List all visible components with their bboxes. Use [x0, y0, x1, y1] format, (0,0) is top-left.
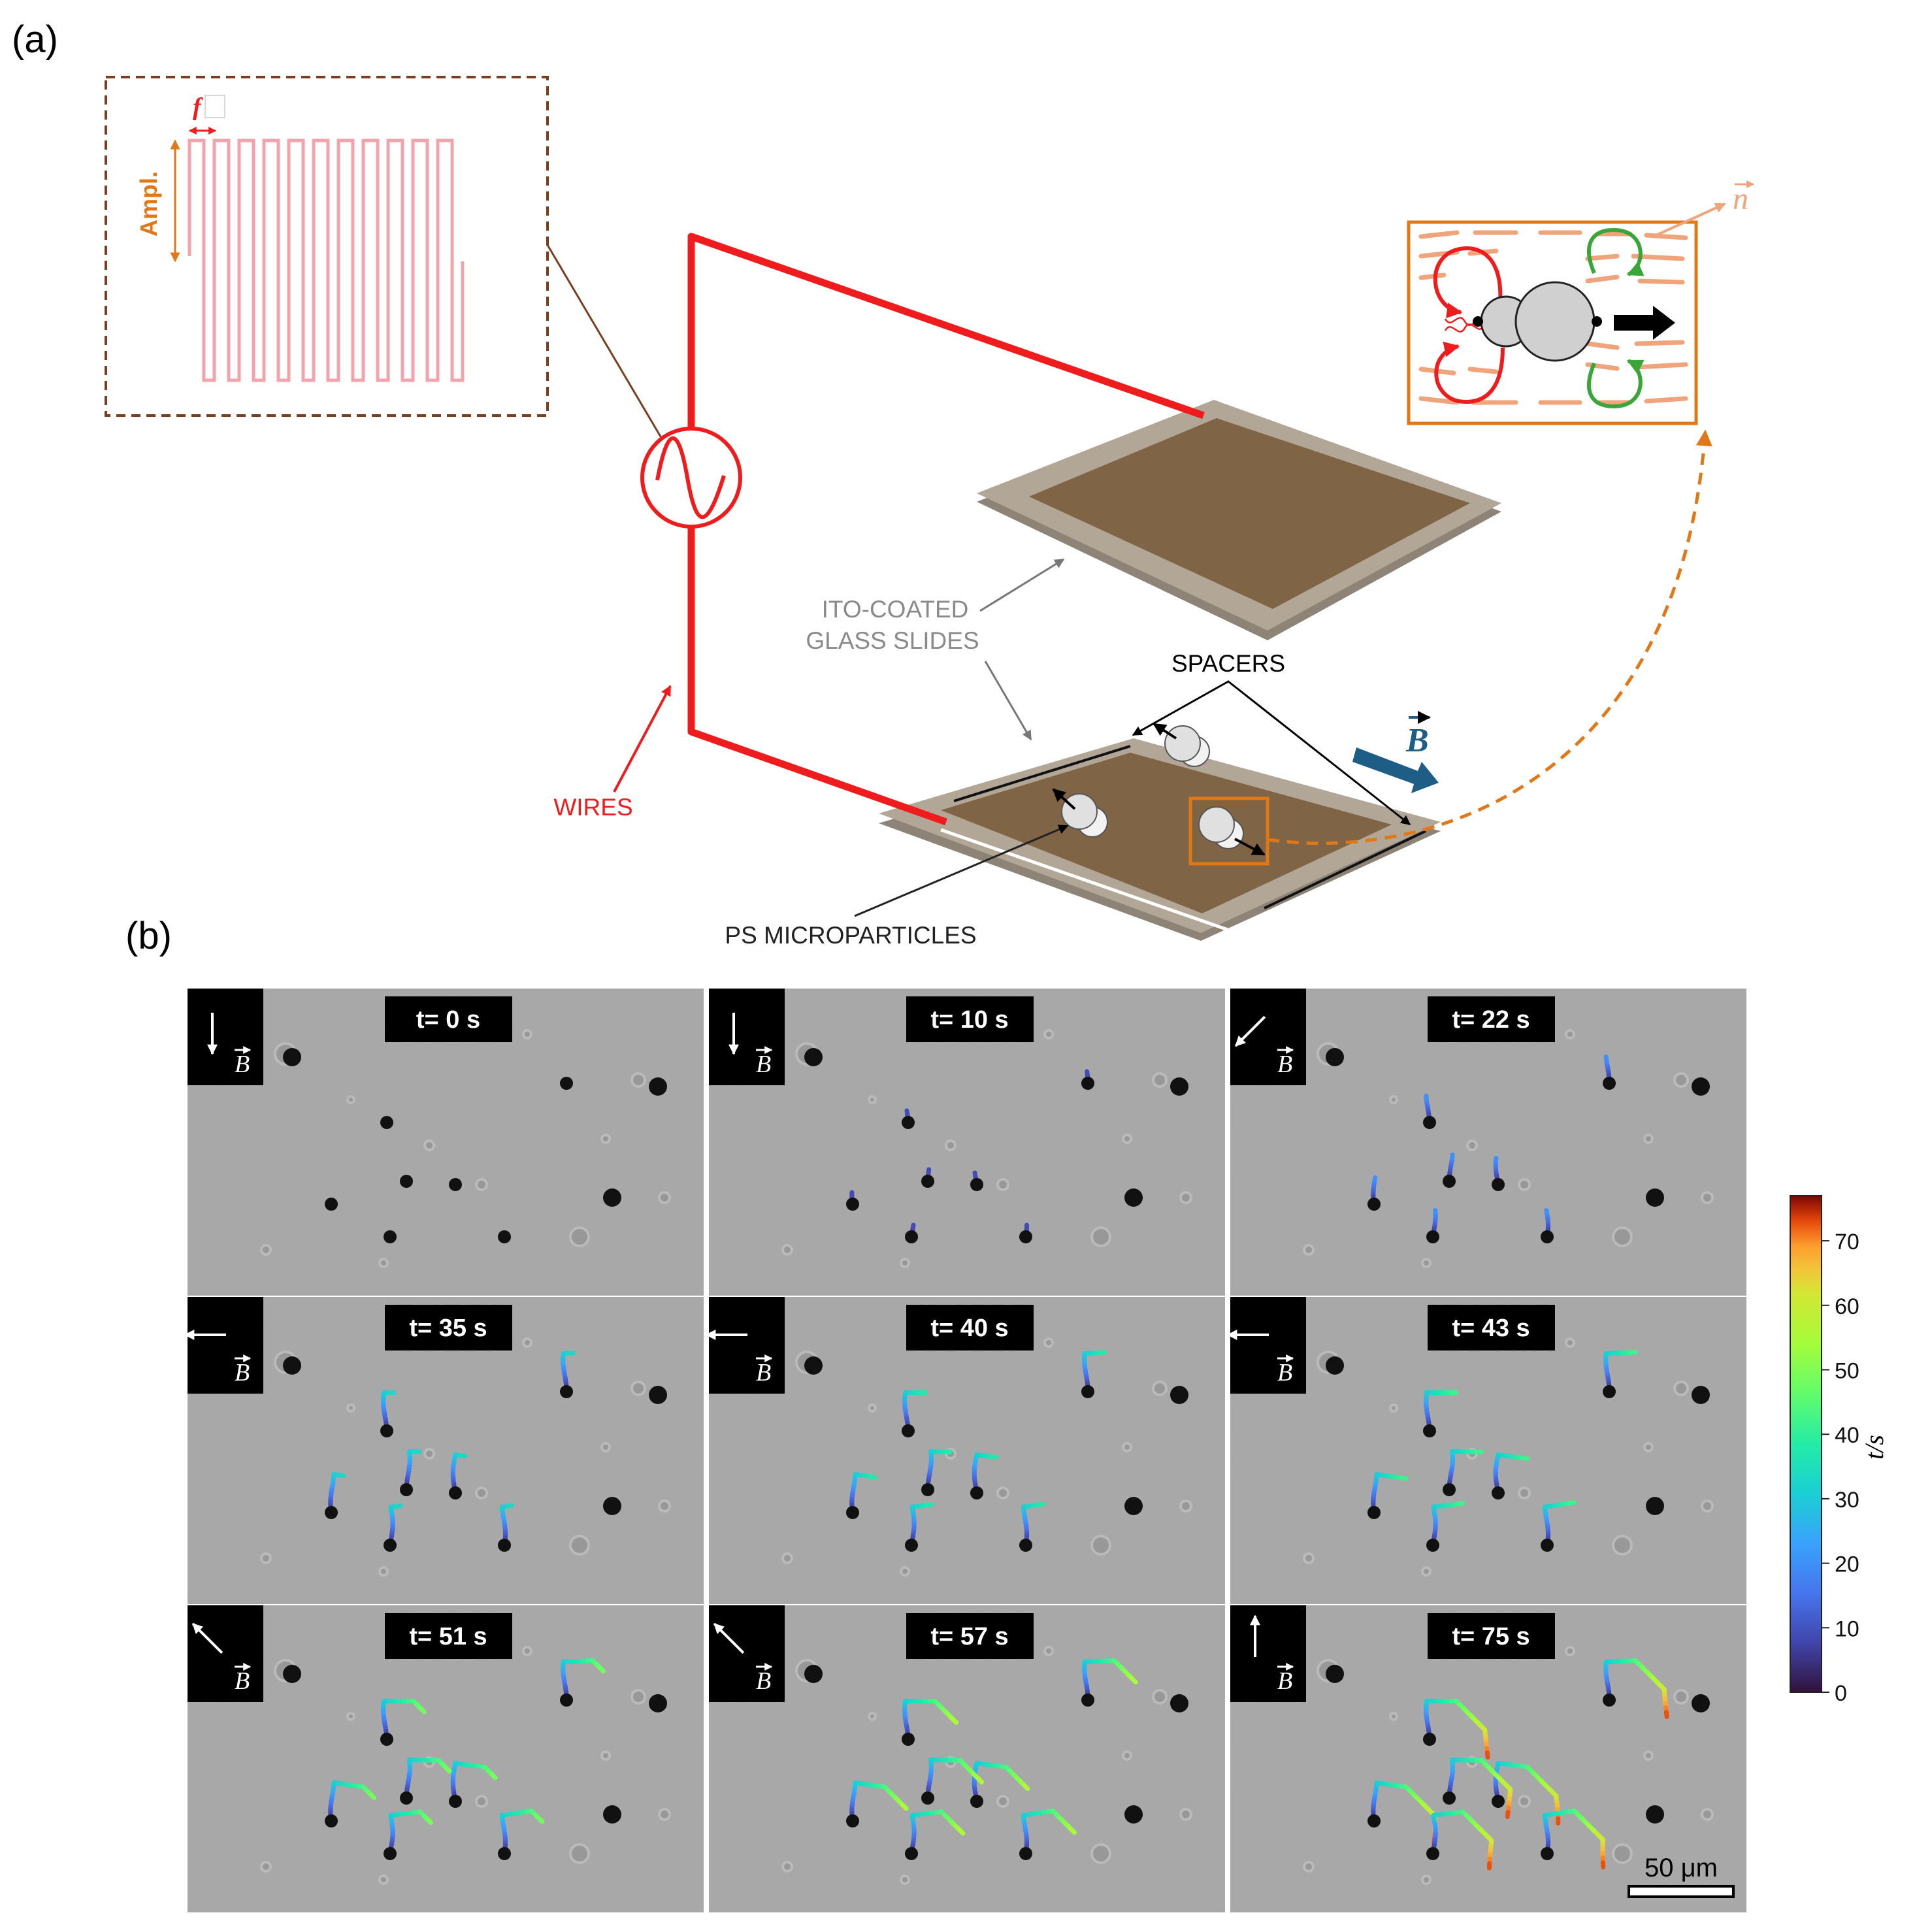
zoom-connector	[1267, 429, 1712, 845]
scale-bar-label: 50 μm	[1645, 1854, 1718, 1882]
field-arrow-icon	[1234, 1015, 1266, 1047]
field-direction-indicator: B	[1226, 1297, 1306, 1394]
frequency-label: f	[193, 93, 203, 121]
field-direction-indicator: B	[188, 1605, 263, 1702]
time-label: t= 43 s	[1428, 1305, 1555, 1351]
director-arrow	[1656, 203, 1726, 237]
svg-text:t= 51 s: t= 51 s	[409, 1623, 487, 1650]
time-label: t= 35 s	[385, 1305, 512, 1351]
amplitude-label: Ampl.	[135, 171, 162, 237]
frame-tile-1: Bt= 10 s	[709, 989, 1225, 1296]
field-direction-indicator: B	[705, 1297, 785, 1394]
field-direction-indicator: B	[1230, 989, 1306, 1085]
flow-loop-red-upper	[1433, 246, 1503, 319]
svg-text:t= 40 s: t= 40 s	[930, 1315, 1008, 1342]
zoom-inset: n	[1407, 180, 1755, 425]
frame-tile-0: Bt= 0 s	[188, 989, 704, 1296]
time-label: t= 75 s	[1428, 1613, 1555, 1659]
top-slide	[977, 400, 1501, 640]
colorbar-tick-label: 50	[1835, 1358, 1859, 1383]
wires-label: WIRES	[553, 794, 632, 821]
frame-tile-2: Bt= 22 s	[1230, 989, 1746, 1296]
svg-text:t= 43 s: t= 43 s	[1452, 1315, 1530, 1342]
frame-tile-4: Bt= 40 s	[705, 1297, 1225, 1604]
frame-tile-5: Bt= 43 s	[1226, 1297, 1746, 1604]
signal-inset: Ampl. f	[105, 76, 549, 417]
colorbar-tick-label: 20	[1835, 1552, 1859, 1577]
scale-bar: 50 μm	[1628, 1854, 1735, 1898]
field-vector-label: B	[1405, 722, 1429, 759]
field-symbol: B	[235, 1667, 250, 1695]
colorbar-tick-label: 30	[1835, 1488, 1859, 1513]
field-direction-indicator: B	[709, 1605, 785, 1702]
field-direction-indicator: B	[709, 989, 785, 1085]
sine-icon	[655, 436, 726, 519]
field-arrow-icon	[191, 1622, 223, 1654]
svg-text:t= 0 s: t= 0 s	[416, 1006, 480, 1034]
panel-b: (b) Bt= 0 sBt= 10 sBt= 22 sBt= 35 sBt= 4…	[125, 915, 1889, 1912]
field-symbol: B	[235, 1051, 250, 1078]
field-direction-indicator: B	[184, 1297, 263, 1394]
director-label: n	[1733, 182, 1748, 216]
large-sphere	[1514, 281, 1596, 362]
square-wave	[188, 139, 465, 382]
motion-arrow	[1614, 306, 1675, 340]
colorbar-label: t/s	[1859, 1435, 1889, 1460]
time-label: t= 10 s	[906, 996, 1034, 1042]
field-symbol: B	[1277, 1359, 1292, 1386]
field-symbol: B	[756, 1359, 771, 1386]
field-symbol: B	[756, 1051, 771, 1078]
field-arrow-icon	[713, 1622, 745, 1654]
flow-loop-red-lower	[1434, 341, 1505, 404]
inset-connector	[546, 244, 666, 445]
svg-text:t= 57 s: t= 57 s	[930, 1623, 1008, 1650]
frame-tile-6: Bt= 51 s	[188, 1605, 704, 1912]
ps-label: PS MICROPARTICLES	[725, 922, 976, 949]
colorbar-tick-label: 10	[1835, 1616, 1859, 1641]
frequency-box-icon	[205, 95, 225, 118]
time-label: t= 40 s	[906, 1305, 1034, 1351]
microscopy-grid: Bt= 0 sBt= 10 sBt= 22 sBt= 35 sBt= 40 sB…	[184, 989, 1746, 1912]
field-symbol: B	[235, 1359, 250, 1386]
field-symbol: B	[756, 1667, 771, 1695]
svg-text:t= 10 s: t= 10 s	[930, 1006, 1008, 1034]
colorbar-tick-label: 40	[1835, 1423, 1859, 1448]
frame-tile-3: Bt= 35 s	[184, 1297, 704, 1604]
colorbar-tick-label: 0	[1835, 1681, 1847, 1706]
ito-label-line1: ITO-COATED	[822, 596, 969, 623]
frame-tile-8: Bt= 75 s 50 μm	[1230, 1605, 1746, 1912]
panel-a: (a) Ampl. f	[12, 18, 1755, 949]
field-symbol: B	[1277, 1667, 1292, 1695]
svg-text:t= 35 s: t= 35 s	[409, 1315, 487, 1342]
spacers-label: SPACERS	[1171, 650, 1285, 677]
field-direction-indicator: B	[188, 989, 263, 1085]
field-symbol: B	[1277, 1051, 1292, 1078]
time-label: t= 22 s	[1428, 996, 1555, 1042]
bottom-slide	[879, 738, 1441, 941]
time-label: t= 57 s	[906, 1613, 1034, 1659]
panel-a-label: (a)	[12, 18, 58, 61]
svg-text:t= 75 s: t= 75 s	[1452, 1623, 1530, 1650]
time-label: t= 0 s	[385, 996, 512, 1042]
panel-a-labels: ITO-COATED GLASS SLIDES SPACERS WIRES PS…	[553, 558, 1411, 949]
field-arrow: B	[1352, 711, 1439, 793]
colorbar-ticks: 0 10 20 30 40 50 60 70	[1822, 1230, 1859, 1706]
ito-label-line2: GLASS SLIDES	[806, 627, 979, 654]
colorbar-tick-label: 60	[1835, 1294, 1859, 1319]
time-label: t= 51 s	[385, 1613, 512, 1659]
defect-left	[1473, 316, 1483, 327]
field-direction-indicator: B	[1230, 1605, 1306, 1702]
colorbar: 0 10 20 30 40 50 60 70 t/s	[1790, 1195, 1889, 1706]
svg-text:t= 22 s: t= 22 s	[1452, 1006, 1530, 1034]
ac-generator	[640, 427, 742, 529]
wires	[687, 233, 1205, 826]
defect-right	[1592, 316, 1602, 327]
flow-loop-green-upper	[1586, 227, 1645, 276]
frame-tile-7: Bt= 57 s	[709, 1605, 1225, 1912]
panel-b-label: (b)	[125, 915, 172, 957]
flow-loop-green-lower	[1586, 359, 1645, 409]
colorbar-tick-label: 70	[1835, 1230, 1859, 1254]
